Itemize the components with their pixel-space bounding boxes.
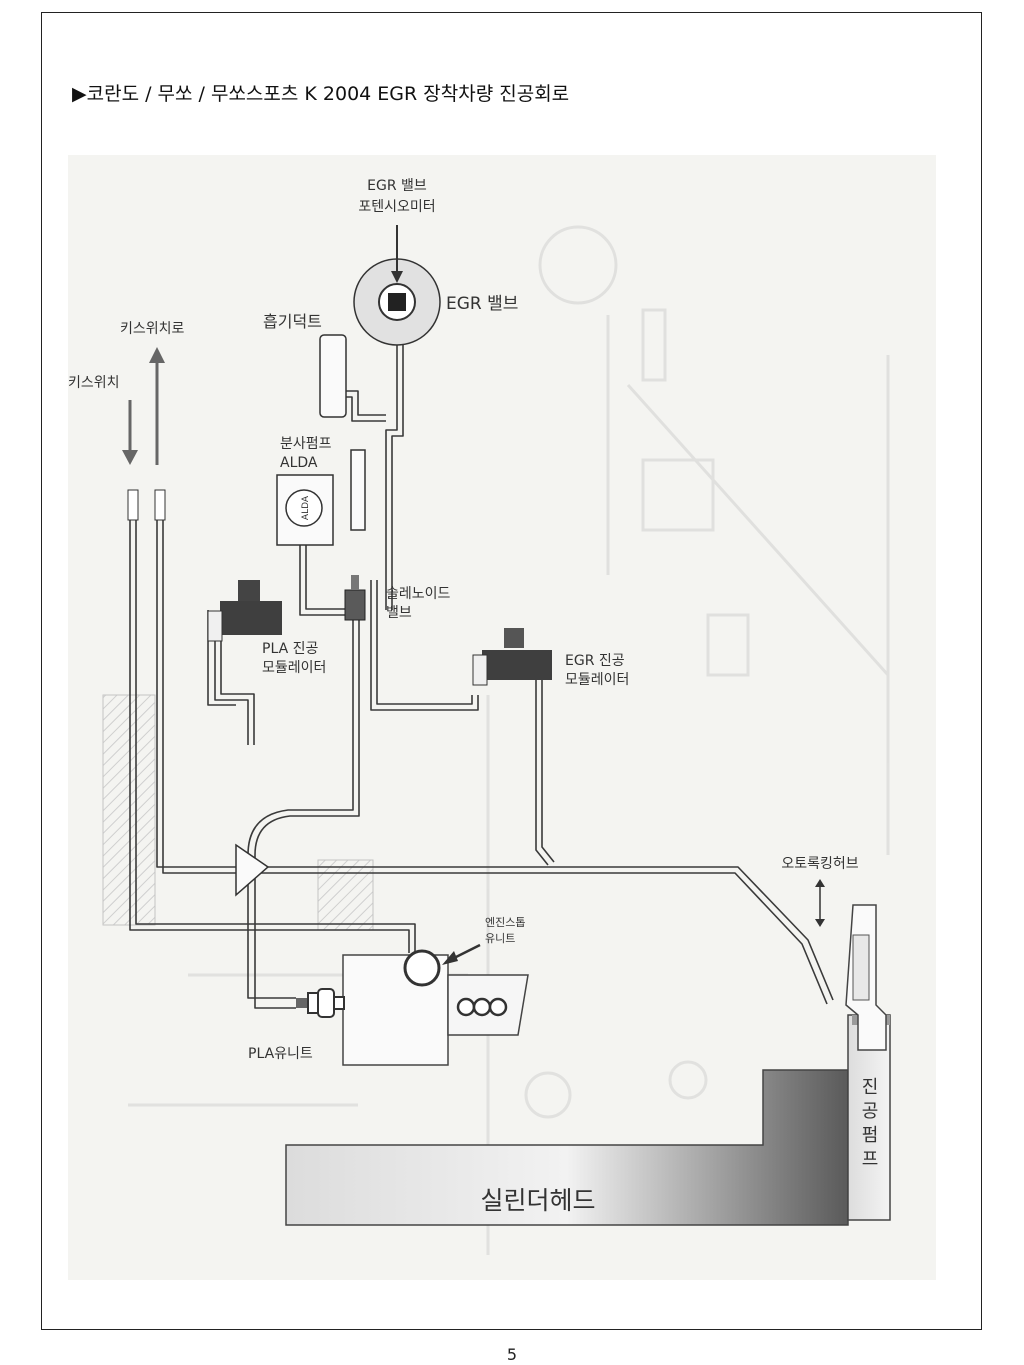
key-switch-arrow-head [122,450,138,465]
auto-locking-hub-label: 오토록킹허브 [781,856,858,872]
intake-duct-label: 흡기덕트 [263,312,322,331]
vacuum-pump-label-1: 진 [862,1077,879,1098]
solenoid-label-1: 솔레노이드 [386,586,451,602]
auto-locking-hub-arrow-down [815,919,825,927]
page-title: ▶코란도 / 무쏘 / 무쏘스포츠 K 2004 EGR 장착차량 진공회로 [72,83,570,105]
auto-locking-hub-arrow-up [815,879,825,887]
alda-disc [285,489,323,527]
hatched-block-left [102,694,156,926]
auto-locking-hub-inner [852,934,870,1001]
key-switch-label: 키스위치 [68,375,120,391]
vacuum-hoses [129,325,834,1009]
engine-stop-label-2: 유니트 [485,932,515,945]
vacuum-pump-label-4: 프 [862,1149,879,1170]
y-fitting [235,843,270,897]
page-number: 5 [506,1345,518,1364]
pla-modulator-label-2: 모듈레이터 [262,660,326,676]
egr-valve-label: EGR 밸브 [446,294,518,314]
vacuum-circuit-diagram: 실린더헤드 진 공 펌 프 오토록킹허브 엔진스톱 유니트 PLA유니트 [68,155,936,1280]
egr-vacuum-modulator [472,628,552,686]
pla-unit-label: PLA유니트 [248,1046,313,1062]
hatched-block-center [317,859,374,931]
egr-modulator-label-2: 모듈레이터 [565,672,629,688]
engine-cylinder-1 [456,997,476,1017]
to-key-switch-arrow-head [149,347,165,363]
to-key-switch-label: 키스위치로 [120,321,185,337]
pla-unit [296,988,345,1018]
engine-cylinder-3 [488,997,508,1017]
pla-vacuum-modulator [207,580,282,642]
egr-pot-arrow-head [391,271,403,283]
engine-stop-unit [403,949,441,987]
alda-badge: ALDA [301,495,311,520]
solenoid-valve [344,589,366,621]
injection-pump-label: 분사펌프 [280,436,332,452]
egr-modulator-label-1: EGR 진공 [565,653,625,669]
engine-cylinder-2 [472,997,492,1017]
inline-filter [350,449,366,531]
egr-pot-label-1: EGR 밸브 [367,178,427,194]
vacuum-pump-label-2: 공 [862,1101,879,1122]
alda-label: ALDA [280,455,318,471]
key-switch-connectors [127,489,166,521]
vacuum-pump-label-3: 펌 [862,1125,879,1146]
cylinder-head-label: 실린더헤드 [480,1186,595,1215]
intake-duct [319,334,347,418]
engine-stop-arrow-head [442,951,458,965]
pla-modulator-label-1: PLA 진공 [262,641,318,657]
egr-valve-potentiometer [388,293,406,311]
engine-stop-label-1: 엔진스톱 [485,916,525,929]
solenoid-label-2: 밸브 [386,605,412,621]
solenoid-valve-stem [351,575,359,590]
egr-pot-label-2: 포텐시오미터 [358,199,435,215]
